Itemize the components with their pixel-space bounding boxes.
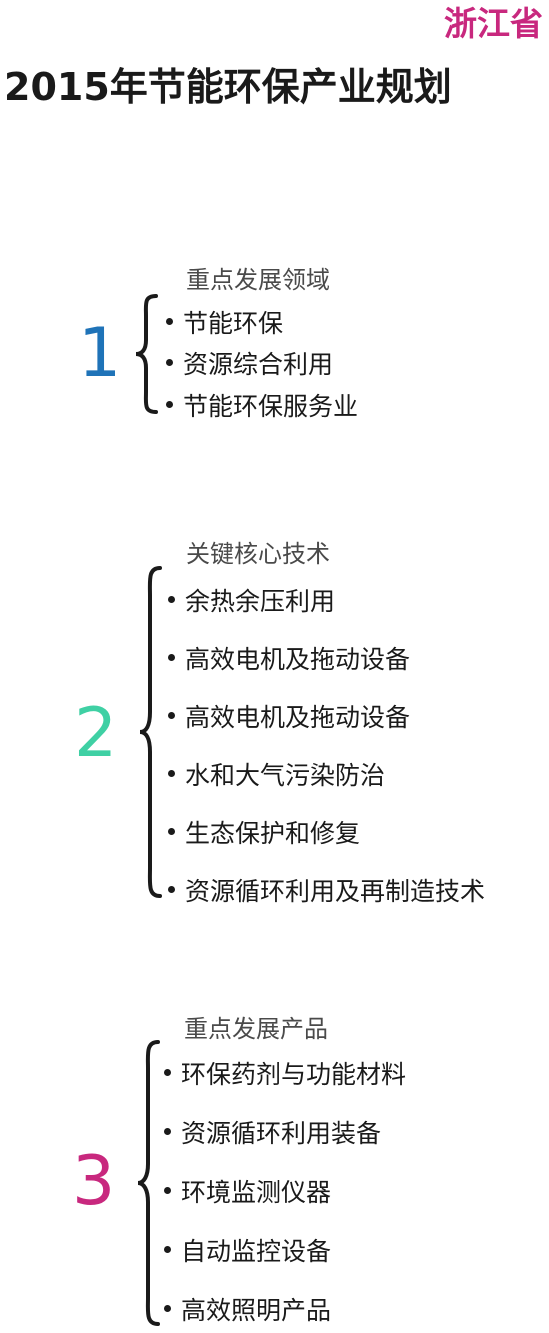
province-label: 浙江省: [444, 4, 543, 43]
brace-icon: [137, 1040, 160, 1326]
brace-icon: [139, 566, 162, 898]
bullet-icon: [168, 885, 175, 893]
list-item: 高效电机及拖动设备: [168, 701, 410, 735]
bullet-icon: [168, 595, 175, 603]
section-heading: 重点发展领域: [186, 266, 330, 294]
page-title: 2015年节能环保产业规划: [4, 65, 452, 109]
bullet-icon: [164, 1068, 171, 1076]
bullet-icon: [168, 827, 175, 835]
list-item: 环境监测仪器: [164, 1176, 331, 1210]
bullet-icon: [164, 1304, 171, 1312]
bullet-icon: [164, 1127, 171, 1135]
list-item: 余热余压利用: [168, 585, 335, 619]
list-item: 自动监控设备: [164, 1235, 331, 1269]
section-number: 3: [72, 1142, 116, 1221]
section-heading: 关键核心技术: [186, 540, 330, 568]
list-item: 资源循环利用装备: [164, 1117, 381, 1151]
bullet-icon: [168, 769, 175, 777]
bullet-icon: [164, 1245, 171, 1253]
section-number: 2: [74, 694, 118, 773]
list-item: 节能环保服务业: [166, 390, 358, 424]
list-item: 生态保护和修复: [168, 817, 360, 851]
list-item: 高效照明产品: [164, 1294, 331, 1328]
list-item: 水和大气污染防治: [168, 759, 385, 793]
brace-icon: [135, 294, 158, 414]
list-item: 资源综合利用: [166, 348, 333, 382]
bullet-icon: [168, 711, 175, 719]
bullet-icon: [166, 358, 173, 366]
bullet-icon: [166, 317, 173, 325]
bullet-icon: [164, 1186, 171, 1194]
list-item: 环保药剂与功能材料: [164, 1058, 406, 1092]
bullet-icon: [168, 653, 175, 661]
section-number: 1: [78, 314, 122, 393]
list-item: 高效电机及拖动设备: [168, 643, 410, 677]
section-heading: 重点发展产品: [184, 1015, 328, 1043]
list-item: 资源循环利用及再制造技术: [168, 875, 485, 909]
list-item: 节能环保: [166, 307, 283, 341]
bullet-icon: [166, 400, 173, 408]
